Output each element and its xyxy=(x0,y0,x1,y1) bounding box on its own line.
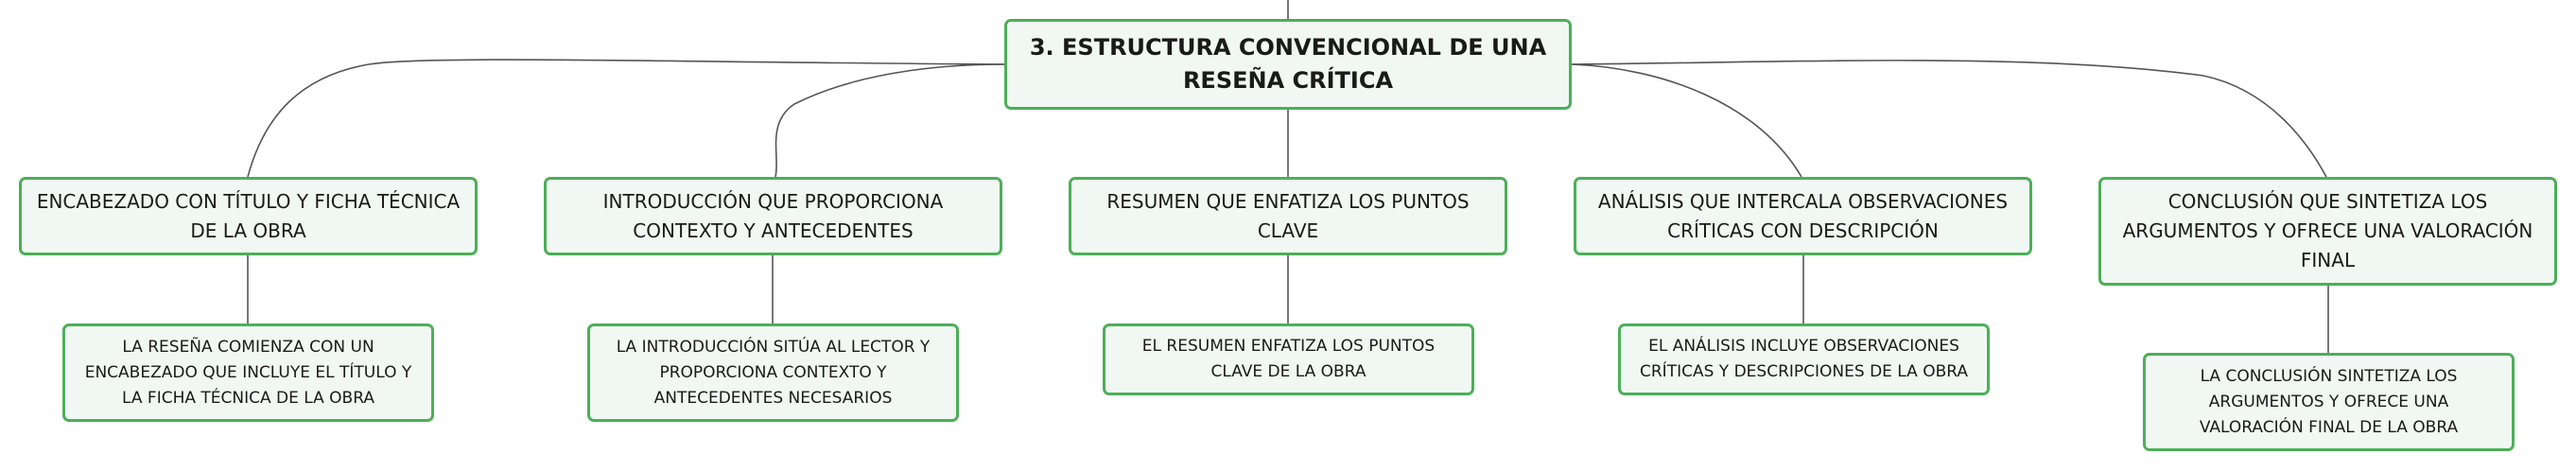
detail-node-analisis[interactable]: EL ANÁLISIS INCLUYE OBSERVACIONES CRÍTIC… xyxy=(1618,323,1990,395)
detail-node-resumen[interactable]: EL RESUMEN ENFATIZA LOS PUNTOS CLAVE DE … xyxy=(1103,323,1474,395)
branch-label-encabezado: ENCABEZADO CON TÍTULO Y FICHA TÉCNICA DE… xyxy=(36,189,461,242)
branch-node-encabezado[interactable]: ENCABEZADO CON TÍTULO Y FICHA TÉCNICA DE… xyxy=(19,177,478,255)
branch-label-conclusion: CONCLUSIÓN QUE SINTETIZA LOS ARGUMENTOS … xyxy=(2122,190,2533,271)
detail-node-conclusion[interactable]: LA CONCLUSIÓN SINTETIZA LOS ARGUMENTOS Y… xyxy=(2143,353,2515,451)
detail-label-analisis: EL ANÁLISIS INCLUYE OBSERVACIONES CRÍTIC… xyxy=(1640,337,1968,381)
detail-label-introduccion: LA INTRODUCCIÓN SITÚA AL LECTOR Y PROPOR… xyxy=(616,337,931,408)
branch-node-introduccion[interactable]: INTRODUCCIÓN QUE PROPORCIONA CONTEXTO Y … xyxy=(544,177,1002,255)
branch-label-resumen: RESUMEN QUE ENFATIZA LOS PUNTOS CLAVE xyxy=(1106,189,1470,242)
branch-node-conclusion[interactable]: CONCLUSIÓN QUE SINTETIZA LOS ARGUMENTOS … xyxy=(2098,177,2557,286)
detail-node-encabezado[interactable]: LA RESEÑA COMIENZA CON UN ENCABEZADO QUE… xyxy=(62,323,434,422)
branch-node-resumen[interactable]: RESUMEN QUE ENFATIZA LOS PUNTOS CLAVE xyxy=(1069,177,1507,255)
root-topic-label: 3. ESTRUCTURA CONVENCIONAL DE UNA RESEÑA… xyxy=(1029,34,1547,94)
connector-root-branch-2 xyxy=(775,63,1005,178)
branch-label-introduccion: INTRODUCCIÓN QUE PROPORCIONA CONTEXTO Y … xyxy=(602,189,944,242)
detail-label-encabezado: LA RESEÑA COMIENZA CON UN ENCABEZADO QUE… xyxy=(84,337,412,408)
branch-label-analisis: ANÁLISIS QUE INTERCALA OBSERVACIONES CRÍ… xyxy=(1597,189,2009,242)
connector-root-branch-5 xyxy=(1571,60,2327,178)
detail-label-resumen: EL RESUMEN ENFATIZA LOS PUNTOS CLAVE DE … xyxy=(1141,337,1436,381)
connector-root-branch-1 xyxy=(247,59,1005,178)
connector-root-branch-4 xyxy=(1571,63,1802,178)
branch-node-analisis[interactable]: ANÁLISIS QUE INTERCALA OBSERVACIONES CRÍ… xyxy=(1574,177,2032,255)
detail-label-conclusion: LA CONCLUSIÓN SINTETIZA LOS ARGUMENTOS Y… xyxy=(2199,366,2459,437)
root-topic-node[interactable]: 3. ESTRUCTURA CONVENCIONAL DE UNA RESEÑA… xyxy=(1004,19,1572,110)
detail-node-introduccion[interactable]: LA INTRODUCCIÓN SITÚA AL LECTOR Y PROPOR… xyxy=(587,323,959,422)
